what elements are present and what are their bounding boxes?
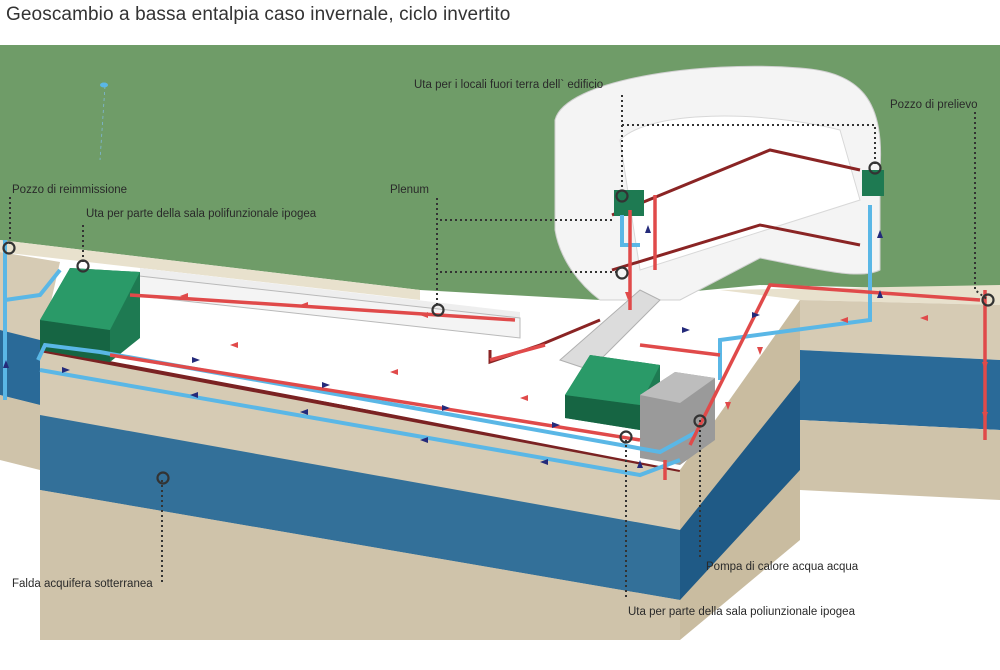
ramp	[559, 289, 661, 371]
hall-floor	[60, 268, 690, 470]
aquifer-central-side	[680, 380, 800, 600]
diagram-title: Geoscambio a bassa entalpia caso inverna…	[6, 4, 511, 25]
label-plenum: Plenum	[390, 184, 429, 196]
hot-pipe-network	[109, 195, 987, 480]
ahu-upper-right	[862, 170, 884, 196]
aquifer-right	[800, 350, 1000, 430]
floor-slab-lower	[611, 223, 861, 272]
block-edge	[39, 348, 681, 472]
soil-left-top	[0, 240, 420, 300]
label-uta-sala-poliunzionale: Uta per parte della sala poliunzionale i…	[628, 606, 856, 618]
soil-right-side	[800, 300, 1000, 360]
ahu-center	[565, 355, 660, 430]
label-uta-sala-polifunzionale: Uta per parte della sala polifunzionale …	[86, 208, 317, 220]
survey-marker	[100, 82, 108, 88]
floor-slab-upper	[611, 148, 861, 217]
soil-base-front	[40, 490, 680, 640]
heat-pump	[640, 372, 715, 465]
soil-right-base	[800, 420, 1000, 500]
soil-left-base	[0, 395, 40, 470]
aquifer-left	[0, 330, 40, 405]
survey-line	[99, 85, 106, 161]
label-pompa-calore: Pompa di calore acqua acqua	[706, 561, 859, 573]
label-pozzo-prelievo: Pozzo di prelievo	[890, 99, 978, 111]
flow-arrows-red	[180, 292, 988, 420]
soil-right-top	[720, 285, 1000, 305]
label-falda: Falda acquifera sotterranea	[12, 578, 153, 590]
callout-circles	[2, 161, 995, 485]
leader-lines	[9, 95, 989, 600]
label-uta-fuori-terra: Uta per i locali fuori terra dell` edifi…	[414, 79, 603, 91]
ahu-left	[40, 268, 140, 362]
flow-arrows-blue	[3, 225, 883, 468]
aquifer-central-front	[40, 415, 680, 600]
building-inner	[619, 115, 861, 271]
label-pozzo-reimmissione: Pozzo di reimmissione	[12, 184, 127, 196]
